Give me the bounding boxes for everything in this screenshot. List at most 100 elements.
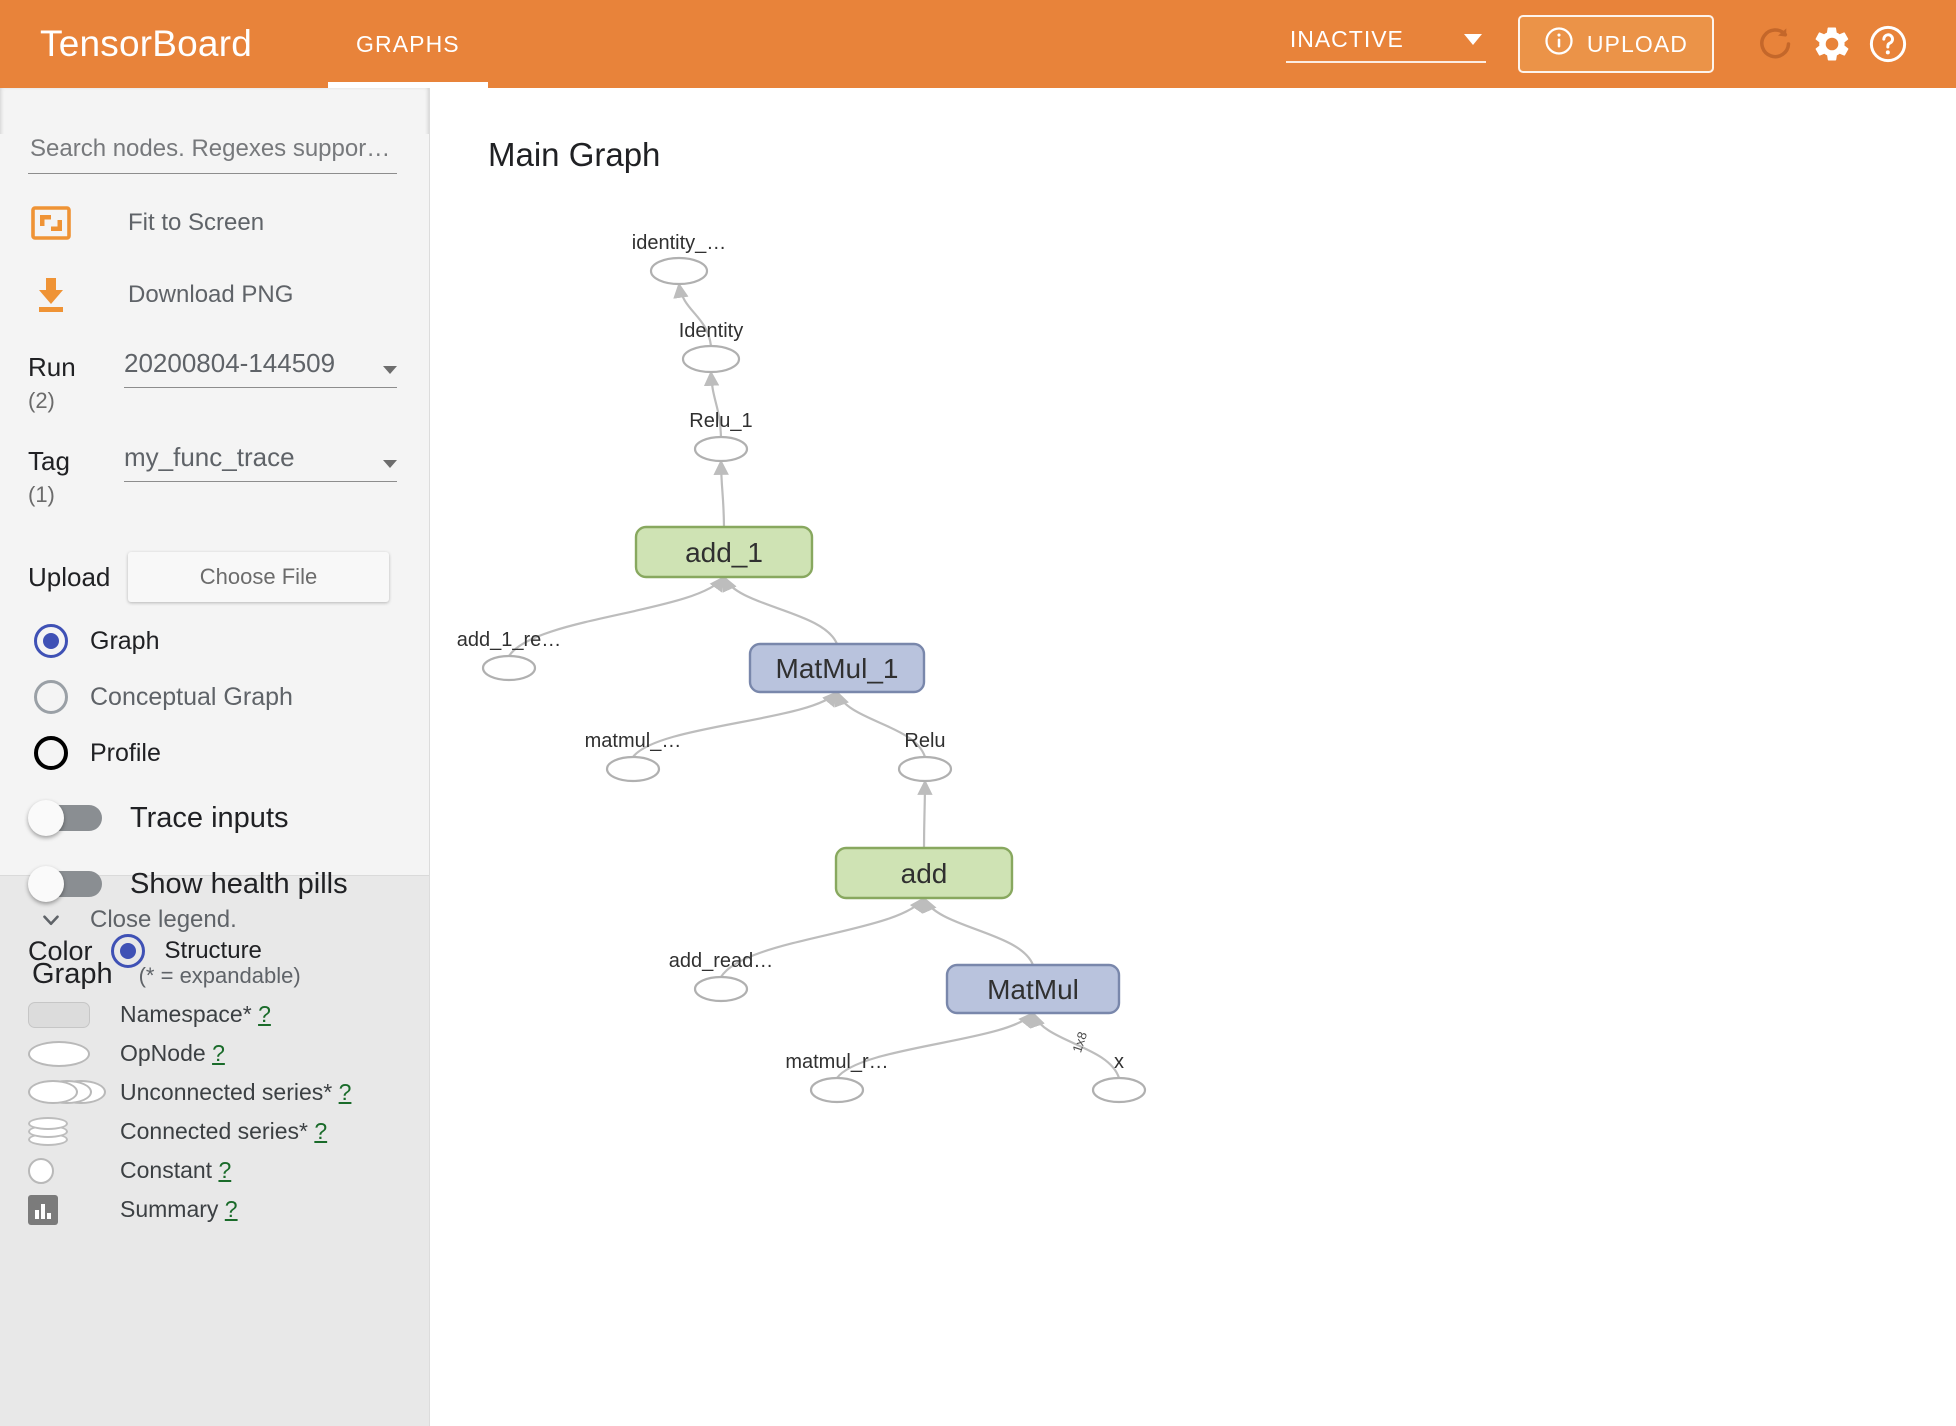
legend-title: Graph — [32, 958, 113, 990]
graph-node[interactable]: MatMul — [945, 963, 1121, 1015]
legend-item-summary: Summary ? — [0, 1194, 429, 1225]
graph-node[interactable]: identity_… — [632, 232, 727, 286]
reload-icon[interactable] — [1748, 16, 1804, 72]
graph-node[interactable]: add_1 — [634, 525, 814, 579]
app-brand: TensorBoard — [40, 23, 252, 64]
namespace-swatch-icon — [0, 999, 120, 1030]
radio-graph-indicator — [34, 624, 68, 658]
legend-item-opnode: OpNode ? — [0, 1038, 429, 1069]
graph-edge-label: 1x8 — [1069, 1030, 1090, 1055]
graph-node-shape — [834, 846, 1014, 900]
gear-icon[interactable] — [1804, 16, 1860, 72]
graph-node[interactable]: Relu — [897, 730, 953, 783]
chevron-down-icon — [383, 460, 397, 468]
graph-node[interactable]: Relu_1 — [689, 410, 753, 463]
graph-edge — [722, 575, 839, 645]
toggle-show-health-pills[interactable]: Show health pills — [28, 866, 429, 902]
close-legend-button[interactable]: Close legend. — [38, 906, 429, 934]
chevron-down-icon — [1463, 33, 1482, 45]
help-icon[interactable] — [1860, 16, 1916, 72]
legend-panel: Close legend. Graph (* = expandable) Nam… — [0, 876, 429, 1426]
graph-edge — [703, 370, 723, 438]
toggle-show-health-pills-switch — [28, 866, 102, 902]
graph-node[interactable]: matmul_… — [585, 730, 682, 783]
graph-node[interactable]: add — [834, 846, 1014, 900]
tag-label: Tag (1) — [28, 442, 124, 506]
fit-to-screen-button[interactable]: Fit to Screen — [28, 200, 429, 246]
tab-graphs[interactable]: GRAPHS — [328, 0, 488, 88]
upload-button-label: UPLOAD — [1586, 30, 1688, 57]
help-link[interactable]: ? — [212, 1040, 225, 1066]
radio-color-structure-indicator[interactable] — [110, 934, 145, 968]
legend-item-opnode-label: OpNode ? — [120, 1040, 225, 1066]
graph-node-shape — [693, 435, 749, 463]
legend-item-connected-series-label: Connected series* ? — [120, 1118, 328, 1144]
run-label: Run (2) — [28, 348, 124, 412]
graph-node-shape — [748, 642, 926, 694]
help-link[interactable]: ? — [224, 1196, 238, 1222]
graph-node[interactable]: add_read… — [669, 950, 774, 1003]
graph-node-label: Relu_1 — [689, 410, 752, 432]
graph-node-label: matmul_… — [585, 730, 682, 752]
run-dropdown[interactable]: 20200804-144509 — [124, 348, 397, 388]
tag-dropdown[interactable]: my_func_trace — [124, 442, 397, 482]
choose-file-button[interactable]: Choose File — [128, 552, 389, 602]
graph-node-shape — [897, 755, 953, 783]
help-link[interactable]: ? — [314, 1118, 328, 1144]
radio-profile-label: Profile — [90, 738, 161, 767]
fit-to-screen-label: Fit to Screen — [128, 209, 265, 236]
tag-key: Tag — [28, 446, 70, 476]
graph-node-label: add — [901, 858, 948, 889]
app-header: TensorBoard GRAPHS INACTIVE UPLOAD — [0, 0, 1956, 88]
graph-node[interactable]: Identity — [679, 320, 743, 374]
radio-conceptual-graph-label: Conceptual Graph — [90, 682, 293, 711]
radio-profile[interactable]: Profile — [34, 736, 429, 770]
run-status-value: INACTIVE — [1289, 25, 1404, 52]
download-png-button[interactable]: Download PNG — [28, 272, 429, 318]
graph-node-label: Relu — [904, 730, 945, 752]
graph-node[interactable]: MatMul_1 — [748, 642, 926, 694]
connected-series-swatch-icon — [0, 1116, 120, 1147]
radio-graph[interactable]: Graph — [34, 624, 429, 658]
graph-node[interactable]: matmul_r… — [785, 1051, 889, 1104]
choose-file-label: Choose File — [199, 564, 318, 589]
run-status-dropdown[interactable]: INACTIVE — [1285, 25, 1486, 63]
graph-node[interactable]: x — [1091, 1051, 1147, 1104]
graph-edge — [834, 690, 927, 758]
run-selector-row: Run (2) 20200804-144509 — [28, 348, 397, 412]
constant-swatch-icon — [0, 1155, 120, 1186]
graph-edge — [508, 575, 725, 657]
color-label: Color — [28, 935, 93, 966]
graph-node-shape — [649, 256, 709, 286]
graph-node-shape — [1091, 1076, 1147, 1104]
radio-profile-indicator — [34, 736, 68, 770]
radio-graph-label: Graph — [90, 626, 160, 655]
toggle-trace-inputs[interactable]: Trace inputs — [28, 800, 429, 836]
graph-node-label: Identity — [679, 320, 743, 342]
graph-edge — [922, 896, 1035, 966]
download-png-label: Download PNG — [128, 281, 294, 308]
graph-edge — [673, 282, 713, 347]
upload-button[interactable]: UPLOAD — [1517, 15, 1714, 73]
header-actions: INACTIVE UPLOAD — [1285, 15, 1956, 73]
toggle-trace-inputs-switch — [28, 800, 102, 836]
info-circle-icon — [1544, 26, 1574, 62]
graph-node[interactable]: add_1_re… — [457, 629, 562, 682]
legend-item-summary-label: Summary ? — [120, 1196, 238, 1222]
graph-node-label: add_1 — [685, 537, 763, 568]
graph-edge — [836, 1011, 1034, 1079]
graph-edge — [713, 459, 729, 528]
graph-node-shape — [681, 344, 741, 374]
radio-conceptual-graph[interactable]: Conceptual Graph — [34, 680, 429, 714]
help-link[interactable]: ? — [218, 1157, 232, 1183]
legend-item-namespace-label: Namespace* ? — [120, 1001, 271, 1027]
summary-swatch-icon — [0, 1194, 120, 1225]
graph-edge — [1030, 1011, 1121, 1079]
search-input[interactable] — [28, 134, 397, 164]
help-link[interactable]: ? — [258, 1001, 271, 1027]
close-legend-label: Close legend. — [90, 906, 237, 933]
help-link[interactable]: ? — [338, 1079, 352, 1105]
